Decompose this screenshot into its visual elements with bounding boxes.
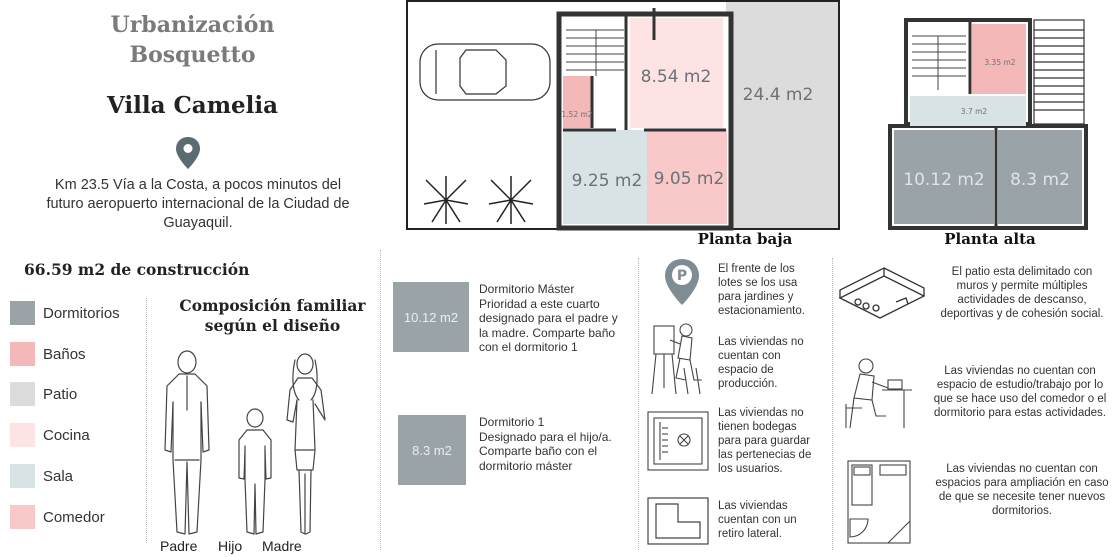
lot-plan-icon [647,497,709,545]
legend-label: Baños [43,345,86,363]
room-master [894,130,994,224]
dorm1-text: Dormitorio 1 Designado para el hijo/a. C… [479,415,612,473]
room-sala [563,130,647,224]
development-name-line1: Urbanización [110,12,275,38]
room-pasillo [910,96,1026,126]
room-patio [726,2,838,228]
development-name: Urbanización Bosquetto [60,10,325,70]
upper-floor-plan: 3.35 m2 3.7 m2 10.12 m2 8.3 m2 [888,18,1088,230]
label-cocina: 8.54 m2 [641,67,712,87]
family-label-madre: Madre [262,538,302,554]
note-study: Las viviendas no cuentan con espacio de … [933,365,1107,419]
legend-item-sala: Sala [10,464,73,488]
family-title-line2: según el diseño [204,316,341,335]
legend-item-comedor: Comedor [10,505,105,529]
legend-swatch [10,301,35,325]
legend-item-banos: Baños [10,342,86,366]
label-bano-alta: 3.35 m2 [984,58,1015,67]
svg-text:P: P [677,268,687,284]
separator [832,258,833,550]
legend-label: Patio [43,385,78,403]
room-bano-alta [972,24,1026,94]
family-illustration [164,350,326,535]
room-dorm1 [998,130,1082,224]
study-person-icon [845,358,912,429]
dorm-master-text: Dormitorio Máster Prioridad a este cuart… [479,282,618,355]
address-line3: Guayaquil. [163,215,233,231]
legend-swatch [10,423,35,447]
stairs-icon [566,29,624,76]
label-comedor: 9.05 m2 [654,169,725,189]
legend-label: Cocina [43,426,90,444]
father-figure-icon [164,350,210,535]
separator [638,258,639,550]
note-patio: El patio esta delimitado con muros y per… [940,266,1104,320]
plant-icon [423,176,469,224]
label-master: 10.12 m2 [903,170,984,190]
label-patio: 24.4 m2 [743,85,814,105]
note-setback: Las viviendas cuentan con un retiro late… [718,500,797,540]
painter-icon [651,323,702,395]
development-name-line2: Bosquetto [129,42,256,68]
plant-icon [488,176,534,224]
address: Km 23.5 Vía a la Costa, a pocos minutos … [18,176,378,233]
dorm1-swatch: 8.3 m2 [398,415,466,485]
stairs-icon [912,35,966,90]
note-production: Las viviendas no cuentan con espacio de … [718,336,804,390]
note-storage: Las viviendas no tienen bodegas para par… [718,407,812,475]
legend-item-patio: Patio [10,382,77,406]
storage-plan-icon [647,411,709,471]
bedroom-plan-icon [847,460,911,544]
room-comedor [647,130,727,224]
legend-item-dormitorios: Dormitorios [10,301,120,325]
parking-pin-icon: P [665,259,699,305]
car-icon [419,43,551,101]
family-composition-title: Composición familiar según el diseño [160,296,385,336]
legend-label: Comedor [43,508,105,526]
family-label-padre: Padre [160,538,198,554]
note-expansion: Las viviendas no cuentan con espacios pa… [935,463,1109,517]
address-line1: Km 23.5 Vía a la Costa, a pocos minutos … [54,177,342,193]
mother-figure-icon [286,353,326,535]
patio-isometric-icon [838,266,926,319]
legend-label: Dormitorios [43,304,120,322]
legend-swatch [10,464,35,488]
separator [146,298,147,543]
family-title-line1: Composición familiar [179,296,366,315]
address-line2: futuro aeropuerto internacional de la Ci… [46,196,350,212]
label-pasillo: 3.7 m2 [961,107,988,116]
dorm-master-swatch: 10.12 m2 [393,282,469,352]
label-bano: 1.52 m2 [561,110,592,119]
upper-floor-label: Planta alta [944,230,1036,248]
label-sala: 9.25 m2 [572,171,643,191]
legend-swatch [10,505,35,529]
legend-swatch [10,342,35,366]
ground-floor-label: Planta baja [697,230,793,248]
house-model-title: Villa Camelia [106,92,279,119]
note-parking: El frente de los lotes se los usa para j… [718,263,805,317]
room-cocina [630,18,723,128]
legend-item-cocina: Cocina [10,423,90,447]
room-bano [563,76,591,128]
legend-label: Sala [43,467,74,485]
label-dorm1: 8.3 m2 [1010,170,1070,190]
ground-floor-plan: 8.54 m2 1.52 m2 24.4 m2 9.25 m2 9.05 m2 [406,0,840,231]
construction-area: 66.59 m2 de construcción [24,260,250,279]
location-pin-icon [176,137,200,169]
legend-swatch [10,382,35,406]
external-stairs-icon [1033,19,1085,125]
son-figure-icon [238,408,272,535]
family-label-hijo: Hijo [218,538,243,554]
separator [380,250,381,550]
